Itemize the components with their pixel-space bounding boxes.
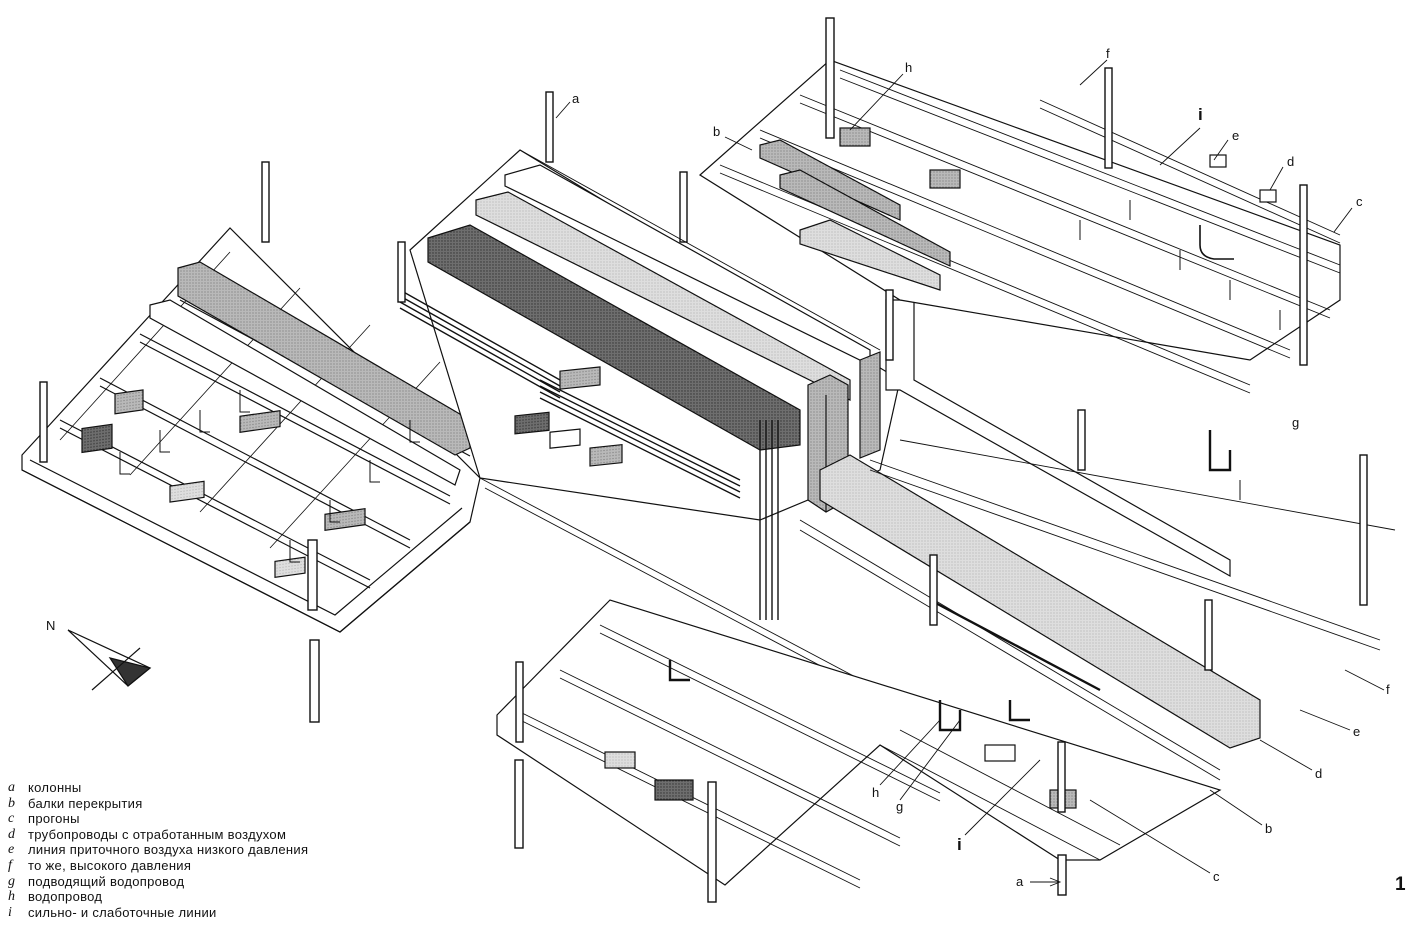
callout-h-bottom: h	[872, 785, 879, 800]
legend-row-a: a колонны	[8, 780, 388, 796]
legend-row-g: g подводящий водопровод	[8, 874, 388, 890]
legend-row-c: c прогоны	[8, 811, 388, 827]
callout-i-top: i	[1198, 105, 1203, 124]
callout-f-right: f	[1386, 682, 1390, 697]
callout-labels: a b h f i e d c g f e d b c a i h g N	[46, 46, 1390, 889]
callout-d-right: d	[1315, 766, 1322, 781]
callout-h-top: h	[905, 60, 912, 75]
legend-key: d	[8, 826, 15, 842]
legend-row-f: f то же, высокого давления	[8, 858, 388, 874]
callout-a-top: a	[572, 91, 580, 106]
legend-text: сильно- и слаботочные линии	[28, 904, 217, 920]
legend-key: h	[8, 889, 15, 905]
callout-a-bottom: a	[1016, 874, 1024, 889]
legend-key: e	[8, 842, 15, 858]
left-columns	[39, 161, 320, 723]
legend-row-h: h водопровод	[8, 889, 388, 905]
callout-i-bottom: i	[957, 835, 962, 854]
callout-b-top: b	[713, 124, 720, 139]
legend-key: a	[8, 780, 15, 795]
legend-text: водопровод	[28, 889, 103, 905]
legend-key: i	[8, 904, 12, 920]
callout-d-top: d	[1287, 154, 1294, 169]
north-arrow	[67, 629, 152, 691]
callout-g-right: g	[1292, 415, 1299, 430]
legend-row-d: d трубопроводы с отработанным воздухом	[8, 827, 388, 843]
callout-e-top: e	[1232, 128, 1239, 143]
callout-b-right: b	[1265, 821, 1272, 836]
leader-lines	[555, 59, 1385, 887]
legend-text: прогоны	[28, 811, 80, 827]
legend-text: то же, высокого давления	[28, 857, 192, 873]
callout-c-bottom: c	[1213, 869, 1220, 884]
lower-floor-section	[496, 554, 1222, 903]
legend-text: подводящий водопровод	[28, 873, 185, 889]
callout-c-top: c	[1356, 194, 1363, 209]
figure-number: 1	[1395, 874, 1406, 895]
legend-row-b: b балки перекрытия	[8, 796, 388, 812]
cable-bundles	[399, 289, 779, 620]
upper-right-floor-section	[699, 17, 1368, 606]
callout-g-bottom: g	[896, 799, 903, 814]
legend-key: g	[8, 873, 15, 889]
callout-f-top: f	[1106, 46, 1110, 61]
legend-text: трубопроводы с отработанным воздухом	[28, 826, 287, 842]
north-label: N	[46, 618, 55, 633]
legend-key: f	[8, 857, 12, 873]
legend-text: колонны	[28, 780, 82, 795]
central-main-duct	[427, 224, 801, 451]
left-main-duct	[177, 261, 471, 456]
legend-key: c	[8, 811, 15, 827]
legend: a колонны b балки перекрытия c прогоны d…	[8, 780, 388, 920]
legend-text: линия приточного воздуха низкого давлени…	[28, 842, 309, 858]
legend-row-i: i сильно- и слаботочные линии	[8, 905, 388, 921]
central-floor-section	[397, 91, 901, 701]
callout-e-right: e	[1353, 724, 1360, 739]
long-supply-duct	[819, 454, 1261, 749]
left-floor-section	[21, 161, 481, 723]
legend-key: b	[8, 795, 15, 811]
legend-text: балки перекрытия	[28, 795, 143, 811]
right-long-duct-section	[799, 299, 1396, 781]
legend-row-e: e линия приточного воздуха низкого давле…	[8, 842, 388, 858]
